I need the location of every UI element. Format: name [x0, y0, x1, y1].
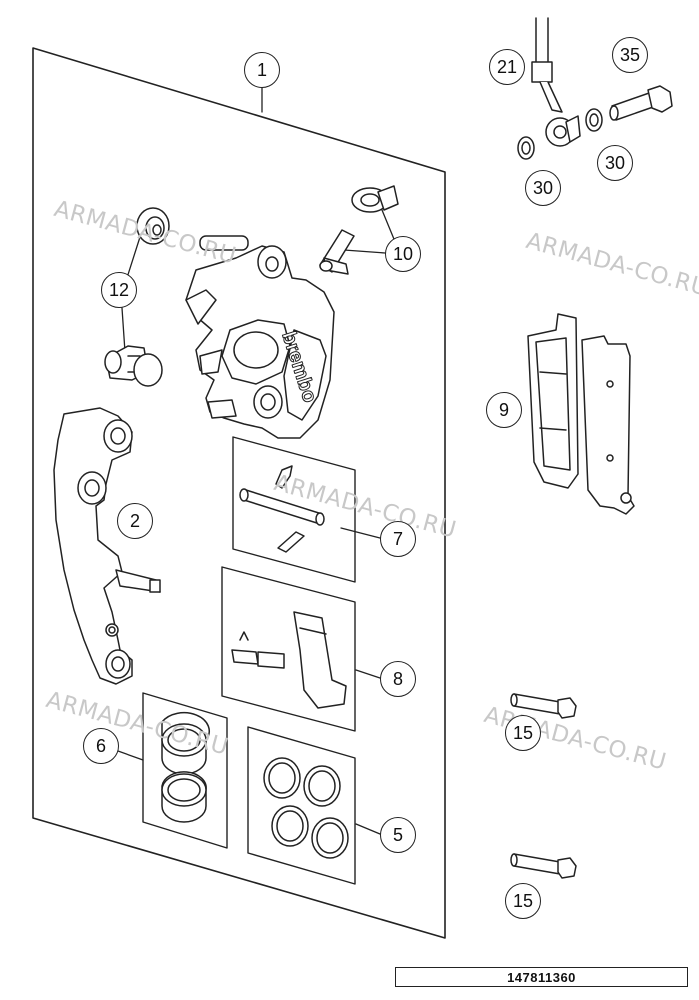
callout-part-30[interactable]: 30	[597, 145, 633, 181]
caliper-pin-part	[239, 465, 325, 553]
callout-part-2[interactable]: 2	[117, 503, 153, 539]
callout-part-35[interactable]: 35	[612, 37, 648, 73]
callout-part-30[interactable]: 30	[525, 170, 561, 206]
callout-part-6[interactable]: 6	[83, 728, 119, 764]
seal-ring-part	[263, 757, 349, 859]
callout-part-8[interactable]: 8	[380, 661, 416, 697]
pad-spring-part	[231, 611, 347, 709]
callout-part-5[interactable]: 5	[380, 817, 416, 853]
brake-hose-part	[531, 17, 581, 147]
callout-part-15[interactable]: 15	[505, 715, 541, 751]
callout-part-1[interactable]: 1	[244, 52, 280, 88]
piston-kit-box	[142, 692, 228, 849]
pin-kit-box	[232, 436, 356, 583]
document-number: 147811360	[395, 967, 688, 987]
callout-part-12[interactable]: 12	[101, 272, 137, 308]
caliper-bracket	[53, 407, 161, 685]
spring-kit-box	[221, 566, 356, 732]
bleed-valve-part	[319, 185, 399, 275]
washer-part	[517, 108, 603, 160]
bleed-screw-part	[104, 207, 170, 387]
piston-part	[161, 711, 210, 823]
callout-part-10[interactable]: 10	[385, 236, 421, 272]
caliper-body	[185, 235, 335, 439]
callout-part-21[interactable]: 21	[489, 49, 525, 85]
seal-kit-box	[247, 726, 356, 885]
callout-part-7[interactable]: 7	[380, 521, 416, 557]
bracket-bolt-part	[510, 693, 577, 879]
callout-part-15[interactable]: 15	[505, 883, 541, 919]
banjo-bolt-part	[609, 85, 673, 121]
callout-part-9[interactable]: 9	[486, 392, 522, 428]
brake-pad-part	[527, 313, 635, 515]
